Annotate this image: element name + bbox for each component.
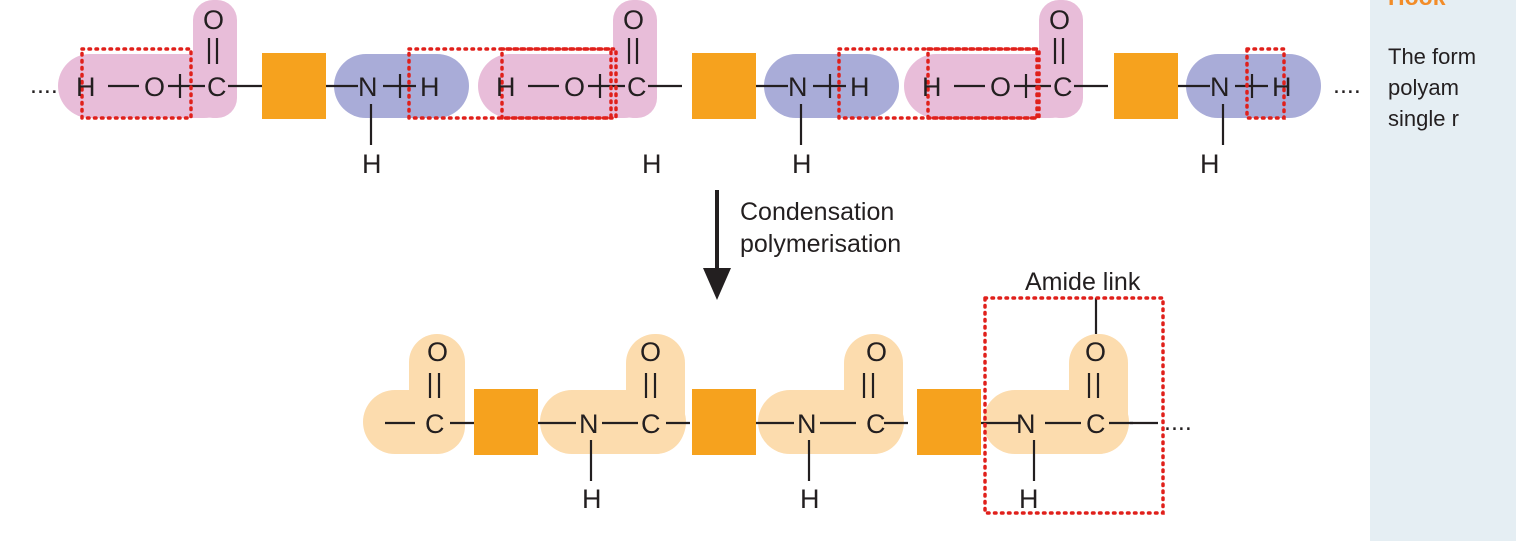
atom-o: O xyxy=(623,5,644,35)
atom-o: O xyxy=(1085,337,1106,367)
atom-c: C xyxy=(641,409,661,439)
condensation-diagram: H O C O N H H H O C O N H H H H O C O N … xyxy=(30,0,1361,515)
atom-n: N xyxy=(788,72,808,102)
atom-h: H xyxy=(792,149,812,179)
atom-h: H xyxy=(800,484,820,514)
atom-o: O xyxy=(640,337,661,367)
atom-n: N xyxy=(1016,409,1036,439)
atom-c: C xyxy=(627,72,647,102)
atom-o: O xyxy=(866,337,887,367)
atom-o: O xyxy=(1049,5,1070,35)
atom-o: O xyxy=(144,72,165,102)
atom-n: N xyxy=(579,409,599,439)
monomer-chain: H O C O N H H H O C O N H H H H O C O N … xyxy=(30,0,1361,179)
atom-h: H xyxy=(1019,484,1039,514)
atom-h: H xyxy=(922,72,942,102)
amide-link-label: Amide link xyxy=(1025,268,1141,296)
ellipsis: .... xyxy=(1333,71,1361,99)
atom-c: C xyxy=(1086,409,1106,439)
atom-h: H xyxy=(582,484,602,514)
atom-o: O xyxy=(990,72,1011,102)
removed-h-outline xyxy=(837,47,1041,120)
atom-n: N xyxy=(1210,72,1230,102)
side-panel-text-line: single r xyxy=(1388,106,1459,131)
ellipsis: .... xyxy=(30,71,58,99)
ellipsis: .... xyxy=(1164,408,1192,436)
reaction-arrow: Condensation polymerisation xyxy=(703,190,901,300)
side-panel: Hook The form polyam single r xyxy=(1370,0,1516,541)
arrow-label-line1: Condensation xyxy=(740,198,894,226)
atom-o: O xyxy=(564,72,585,102)
polyamide-chain: O C N O C H N O C H N O C H .... Amide l… xyxy=(363,268,1192,515)
atom-c: C xyxy=(425,409,445,439)
atom-h: H xyxy=(420,72,440,102)
atom-o: O xyxy=(203,5,224,35)
arrow-label-line2: polymerisation xyxy=(740,230,901,258)
atom-c: C xyxy=(207,72,227,102)
atom-o: O xyxy=(427,337,448,367)
atom-c: C xyxy=(1053,72,1073,102)
atom-h: H xyxy=(496,72,516,102)
atom-n: N xyxy=(797,409,817,439)
atom-n: N xyxy=(358,72,378,102)
side-panel-title: Hook xyxy=(1388,0,1446,11)
removed-h-outline xyxy=(1245,47,1286,120)
side-panel-text-line: polyam xyxy=(1388,75,1459,100)
atom-h: H xyxy=(850,72,870,102)
atom-h: H xyxy=(1272,72,1292,102)
side-panel-text-line: The form xyxy=(1388,44,1477,69)
atom-h: H xyxy=(362,149,382,179)
atom-h: H xyxy=(76,72,96,102)
atom-h: H xyxy=(642,149,662,179)
atom-h: H xyxy=(1200,149,1220,179)
amide-link-outline xyxy=(983,296,1165,515)
atom-c: C xyxy=(866,409,886,439)
removed-h-outline xyxy=(407,47,618,120)
